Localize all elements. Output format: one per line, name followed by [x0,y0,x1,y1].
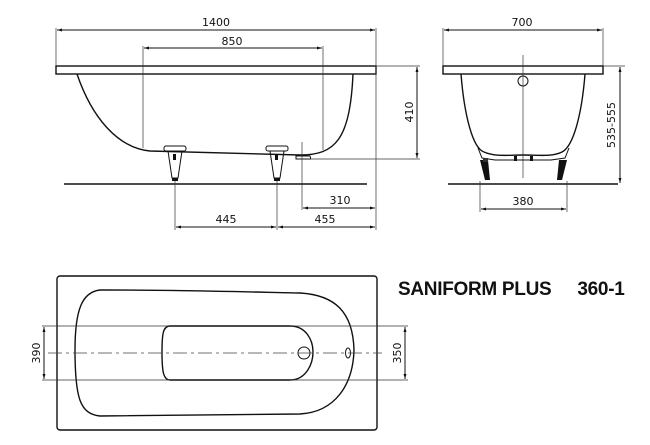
product-title: SANIFORM PLUS 360-1 [398,279,625,301]
dim-drain-offset: 310 [330,194,351,207]
top-basin [74,289,355,417]
dim-overall-length: 1400 [202,16,230,29]
dim-inner-length: 850 [222,35,243,48]
dim-drain-width: 350 [391,343,404,364]
side-rim [55,65,377,75]
side-view: 1400 850 410 310 445 455 [55,16,420,230]
end-view: 700 535-555 380 [442,16,625,212]
top-view: 390 350 [30,275,408,431]
dim-total-height: 535-555 [605,102,618,148]
dim-inner-width: 390 [30,343,43,364]
dim-overall-width: 700 [512,16,533,29]
dim-foot-width: 380 [513,195,534,208]
product-name: SANIFORM PLUS [398,279,552,300]
foot-right [265,145,289,181]
dim-foot-spacing: 445 [216,213,237,226]
product-model: 360-1 [577,279,625,300]
side-body [76,73,354,156]
foot-left [163,145,187,181]
dim-foot-to-end: 455 [315,213,336,226]
dim-height: 410 [403,102,416,123]
